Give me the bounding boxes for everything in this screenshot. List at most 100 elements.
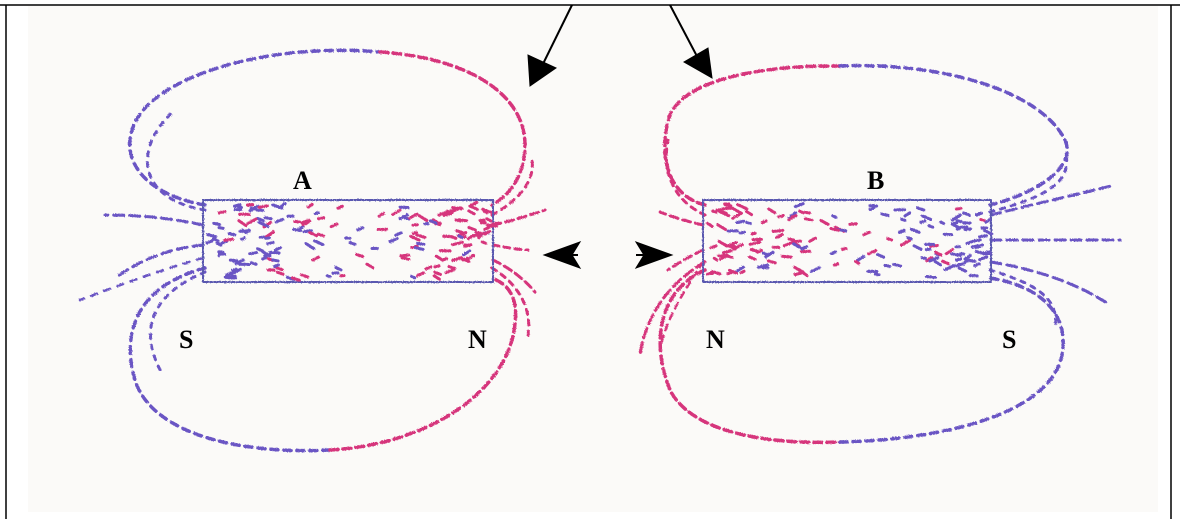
field-speckle — [888, 239, 892, 240]
field-speckle — [265, 254, 270, 256]
field-speckle — [831, 228, 838, 230]
field-speckle — [834, 264, 837, 265]
field-speckle — [850, 224, 856, 225]
field-speckle — [802, 247, 807, 249]
field-speckle — [430, 221, 435, 223]
field-speckle — [207, 241, 212, 243]
field-speckle — [415, 248, 423, 250]
field-speckle — [711, 246, 716, 248]
magnet-a-south-pole: S — [179, 327, 193, 353]
magnet-b-north-pole: N — [706, 327, 725, 353]
field-speckle — [268, 242, 273, 244]
field-speckle — [233, 269, 237, 270]
field-speckle — [459, 236, 462, 238]
field-speckle — [217, 243, 221, 245]
field-speckle — [768, 261, 775, 263]
field-speckle — [792, 216, 796, 217]
field-speckle — [219, 211, 225, 212]
field-speckle — [426, 267, 431, 269]
field-speckle — [922, 258, 925, 259]
field-speckle — [441, 250, 451, 251]
field-speckle — [225, 239, 233, 240]
field-speckle — [918, 208, 924, 210]
field-speckle — [242, 238, 245, 239]
field-speckle — [402, 258, 409, 259]
field-speckle — [227, 277, 236, 278]
field-speckle — [413, 232, 416, 233]
field-speckle — [956, 259, 961, 260]
field-speckle — [318, 234, 323, 236]
field-speckle — [986, 220, 990, 222]
field-speckle — [713, 211, 717, 212]
field-speckle — [260, 237, 265, 238]
field-speckle — [942, 261, 948, 263]
field-speckle — [338, 206, 342, 208]
field-speckle — [728, 272, 733, 274]
field-speckle — [318, 218, 323, 219]
field-speckle — [975, 240, 980, 241]
field-speckle — [229, 234, 235, 235]
field-speckle — [214, 239, 219, 241]
field-speckle — [219, 228, 223, 229]
field-speckle — [926, 276, 935, 277]
field-speckle — [479, 236, 482, 238]
field-speckle — [265, 218, 271, 219]
field-speckle — [251, 263, 256, 265]
field-speckle — [921, 221, 925, 223]
field-speckle — [740, 232, 744, 233]
field-speckle — [453, 208, 462, 209]
field-speckle — [726, 246, 734, 247]
field-speckle — [969, 260, 975, 261]
field-speckle — [803, 273, 807, 275]
field-speckle — [718, 208, 727, 210]
field-speckle — [929, 226, 933, 227]
field-speckle — [219, 253, 223, 256]
field-speckle — [976, 252, 983, 254]
field-speckle — [908, 238, 911, 239]
field-speckle — [723, 251, 731, 253]
field-speckle — [357, 254, 363, 256]
magnet-a-north-pole: N — [468, 327, 487, 353]
field-speckle — [965, 229, 970, 230]
field-speckle — [789, 239, 794, 240]
field-speckle — [208, 235, 216, 237]
field-speckle — [762, 221, 766, 223]
field-speckle — [856, 261, 859, 263]
field-speckle — [875, 274, 879, 275]
field-speckle — [882, 214, 888, 215]
field-speckle — [444, 259, 447, 260]
field-speckle — [980, 236, 987, 237]
field-speckle — [263, 257, 267, 259]
field-speckle — [752, 233, 755, 234]
field-speckle — [358, 228, 363, 230]
field-speckle — [452, 237, 456, 239]
field-speckle — [831, 252, 835, 254]
field-speckle — [885, 265, 890, 266]
magnet-b-label: B — [867, 168, 884, 194]
field-speckle — [805, 219, 811, 220]
field-speckle — [418, 244, 424, 245]
field-speckle — [277, 272, 283, 274]
field-speckle — [315, 213, 318, 214]
field-speckle — [741, 271, 744, 273]
field-speckle — [747, 222, 751, 223]
field-speckle — [401, 255, 409, 256]
field-speckle — [259, 206, 267, 208]
field-speckle — [981, 220, 984, 221]
field-speckle — [277, 268, 282, 270]
field-speckle — [459, 220, 467, 221]
field-speckle — [435, 272, 441, 274]
field-speckle — [750, 257, 755, 259]
field-speckle — [902, 219, 905, 220]
field-speckle — [976, 213, 981, 215]
field-speckle — [753, 250, 758, 252]
field-speckle — [251, 208, 254, 209]
field-speckle — [273, 260, 278, 261]
field-speckle — [941, 222, 944, 223]
field-speckle — [412, 276, 415, 277]
field-speckle — [975, 264, 979, 266]
field-speckle — [773, 230, 783, 231]
field-speckle — [779, 215, 784, 216]
field-speckle — [957, 221, 961, 222]
field-speckle — [482, 242, 485, 243]
